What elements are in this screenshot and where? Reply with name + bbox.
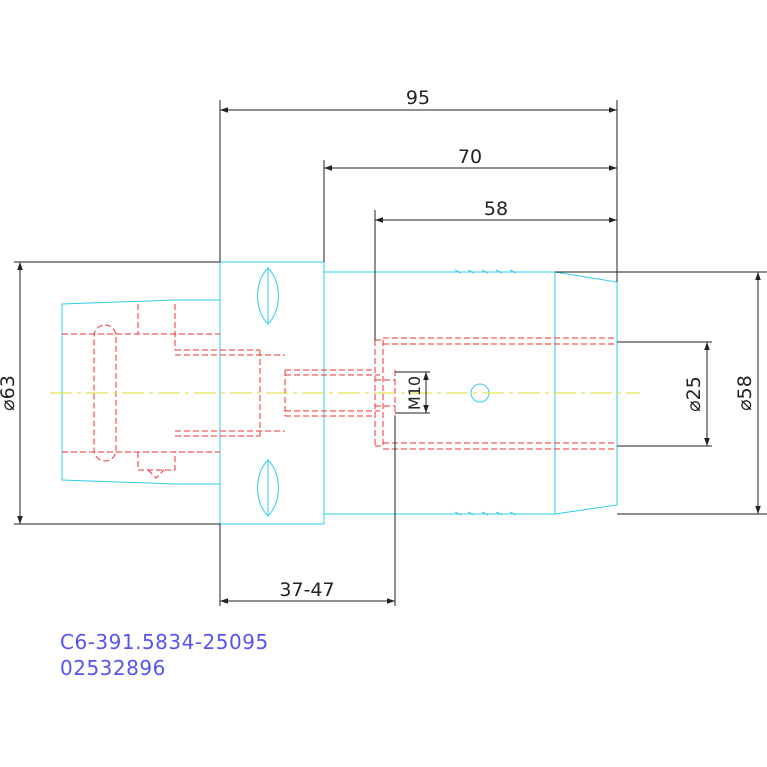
shank-outline — [61, 299, 220, 485]
dim-70-label: 70 — [458, 146, 482, 168]
hidden-lines — [62, 304, 617, 479]
dim-58-label: 58 — [484, 198, 508, 220]
dim-d63-label: ⌀63 — [0, 375, 19, 411]
dim-m10-label: M10 — [405, 376, 424, 410]
dimension-lines — [14, 100, 767, 606]
dim-d25-label: ⌀25 — [683, 376, 705, 412]
part-id: 02532896 — [60, 656, 166, 680]
dim-37-47-label: 37-47 — [279, 579, 334, 601]
part-code: C6-391.5834-25095 — [60, 630, 269, 654]
dim-d58-label: ⌀58 — [734, 375, 756, 411]
dim-95-label: 95 — [406, 87, 430, 109]
